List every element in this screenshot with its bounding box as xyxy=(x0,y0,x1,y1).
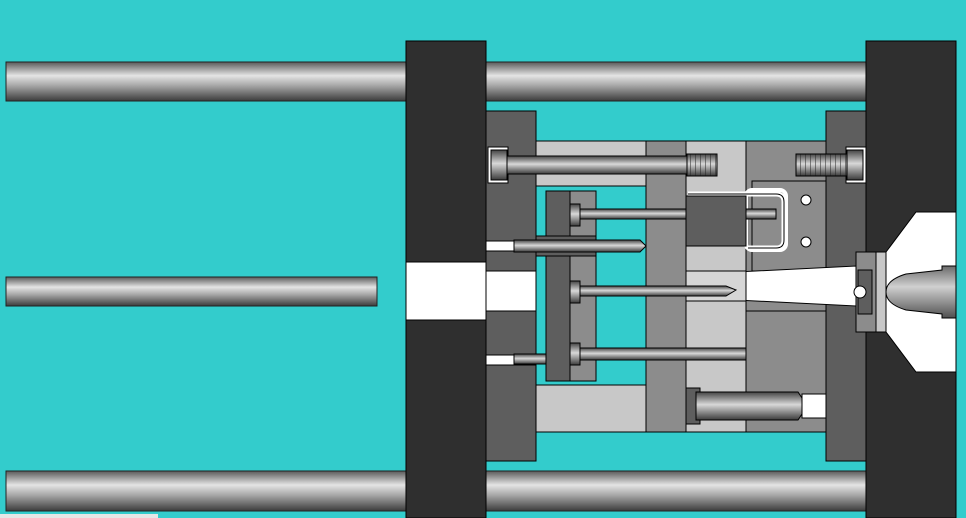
screw2-thread xyxy=(795,153,848,177)
support-block-bottom xyxy=(535,384,647,433)
ejector-pin-head-3 xyxy=(569,342,581,366)
screw-shank xyxy=(506,155,688,175)
guide-pin xyxy=(513,239,647,253)
nozzle-tip xyxy=(853,285,867,299)
ejector-pin-head-1 xyxy=(569,203,581,227)
tie-bar-middle xyxy=(5,276,378,307)
leader-pin-hole xyxy=(801,393,827,419)
knock-out-opening xyxy=(405,261,487,321)
cooling-channel-lower xyxy=(800,236,812,248)
leader-pin xyxy=(695,391,803,421)
return-pin xyxy=(579,347,747,361)
core-insert-top xyxy=(685,195,747,247)
sprue-runner xyxy=(735,265,857,307)
clamp-plate-opening xyxy=(485,270,537,312)
knock-out-rod-stub xyxy=(513,353,547,365)
ejector-pin-2 xyxy=(579,285,738,297)
injection-nozzle xyxy=(885,265,957,319)
cooling-channel-upper xyxy=(800,194,812,206)
screw2-head xyxy=(846,149,864,181)
ejector-pin-1 xyxy=(579,208,777,220)
ejector-pin-head-2 xyxy=(569,280,581,304)
locating-ring xyxy=(875,251,887,333)
screw-thread xyxy=(686,153,718,177)
screw-head xyxy=(490,149,508,181)
ejector-plate xyxy=(545,190,571,382)
base-edge xyxy=(0,514,158,518)
